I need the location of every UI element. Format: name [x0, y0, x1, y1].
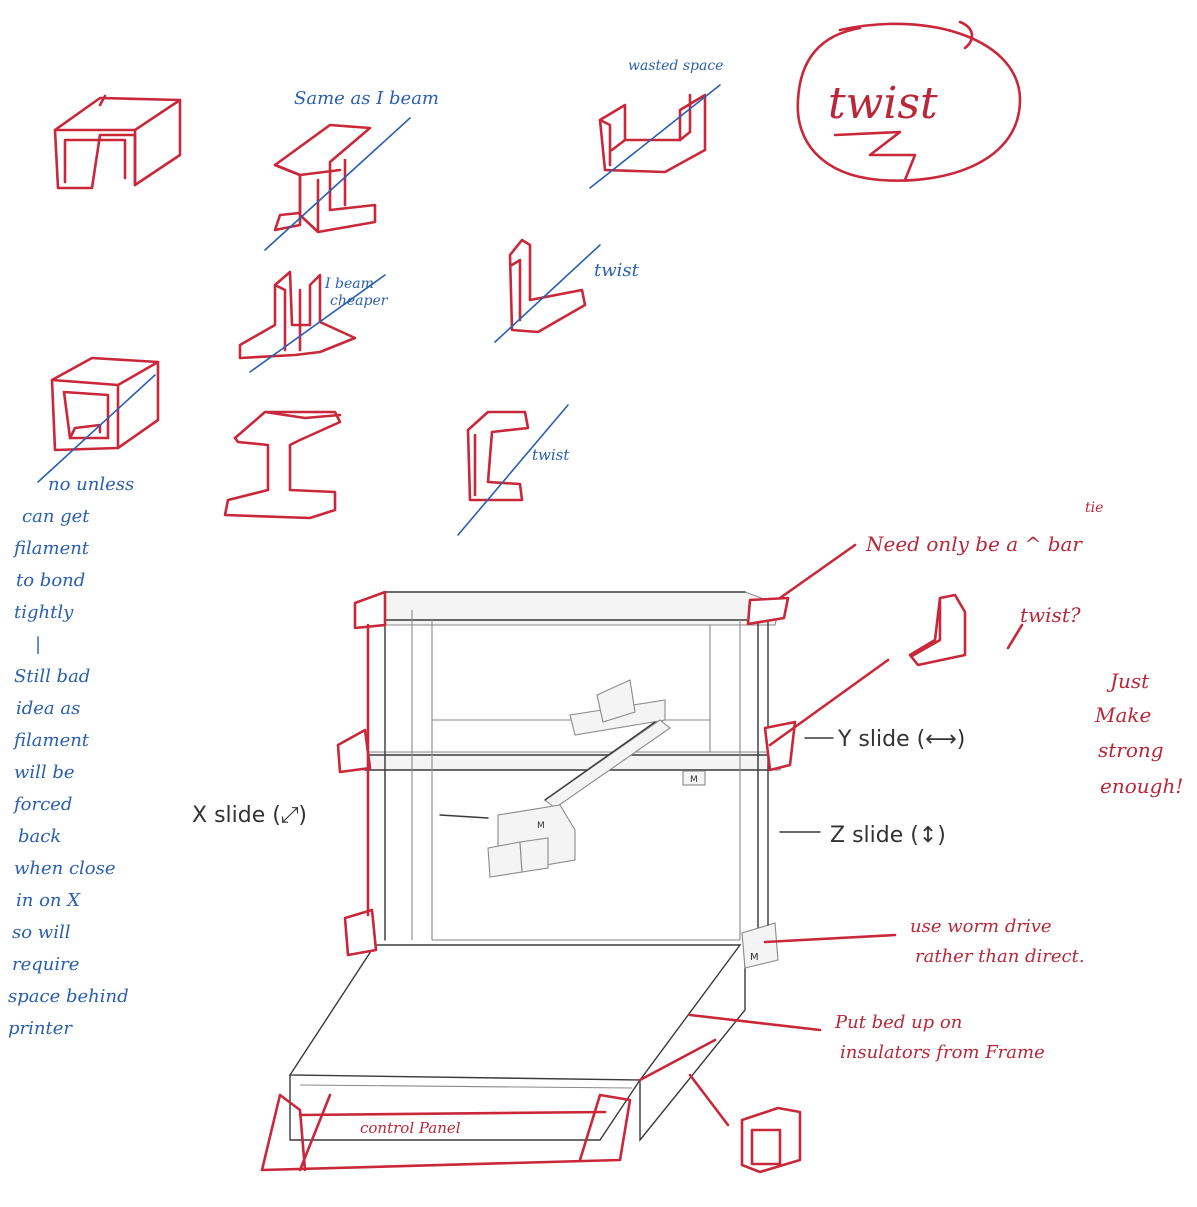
- motor-label-mid: M: [690, 775, 698, 785]
- motor-label-z: M: [750, 952, 759, 963]
- note-make: Make: [1094, 703, 1151, 727]
- note-twist-angle: twist: [594, 260, 640, 281]
- left-note-line: can get: [22, 506, 90, 527]
- left-note-line: back: [18, 826, 61, 847]
- note-just: Just: [1106, 669, 1150, 693]
- note-need-tie-bar: Need only be a ^ bar: [865, 532, 1083, 556]
- twist-title: twist: [828, 78, 938, 129]
- z-slide-label: Z slide (↕): [830, 823, 946, 848]
- left-note-line: so will: [12, 922, 71, 943]
- control-box-sketch: [740, 1106, 802, 1174]
- left-note-line: filament: [12, 730, 90, 751]
- left-note-line: no unless: [48, 474, 134, 495]
- motor-label-x: M: [537, 821, 545, 831]
- control-panel-label: control Panel: [360, 1119, 461, 1137]
- printer-red-corner-blocks: [260, 590, 797, 1172]
- left-note-line: filament: [12, 538, 90, 559]
- note-insulators-2: insulators from Frame: [840, 1042, 1045, 1063]
- left-note-line: in on X: [16, 890, 81, 911]
- left-note-line: printer: [8, 1018, 73, 1039]
- left-note-line: forced: [12, 794, 72, 815]
- left-note-line: to bond: [16, 570, 85, 591]
- left-note-line: Still bad: [14, 666, 90, 687]
- note-enough: enough!: [1100, 774, 1183, 798]
- note-cheaper: cheaper: [330, 293, 389, 309]
- left-note-line: space behind: [8, 986, 129, 1007]
- twist-circle-note: [796, 20, 1022, 182]
- left-note-line: when close: [14, 858, 116, 879]
- note-tie-word: tie: [1085, 500, 1103, 516]
- angle-beam-sketch: [494, 238, 601, 343]
- twist-angle-bracket-sketch: [908, 593, 967, 667]
- left-note-line: will be: [14, 762, 75, 783]
- y-slide-label: Y slide (⟷): [837, 727, 965, 752]
- note-same-as-i-beam: Same as I beam: [294, 88, 439, 109]
- note-worm-drive-1: use worm drive: [910, 916, 1052, 937]
- i-beam-cheaper-sketch: [238, 270, 386, 373]
- note-i-beam: I beam: [324, 276, 374, 292]
- u-channel-open-sketch: [589, 84, 721, 189]
- note-twist-channel: twist: [532, 446, 570, 464]
- left-note-line: tightly: [14, 602, 74, 623]
- left-note-line: idea as: [16, 698, 80, 719]
- c-channel-sketch: [457, 404, 569, 536]
- box-beam-sketch: [37, 356, 160, 483]
- note-twist-question: twist?: [1020, 603, 1081, 627]
- u-channel-beam-sketch: [53, 94, 182, 190]
- note-worm-drive-2: rather than direct.: [915, 946, 1085, 967]
- note-insulators-1: Put bed up on: [834, 1012, 962, 1033]
- left-note-line: require: [12, 954, 79, 975]
- left-margin-note: no unless can get filament to bond tightly | S…: [8, 474, 134, 1039]
- i-beam-sketch-top: [264, 117, 411, 251]
- left-note-line: |: [35, 634, 41, 655]
- x-slide-label: X slide (⤢): [192, 803, 307, 828]
- printer-frame-drawing: [288, 591, 796, 1142]
- leader-lines: [439, 543, 1024, 1127]
- note-wasted-space: wasted space: [628, 58, 723, 74]
- i-beam-wide-sketch: [223, 410, 342, 520]
- note-strong: strong: [1098, 738, 1164, 762]
